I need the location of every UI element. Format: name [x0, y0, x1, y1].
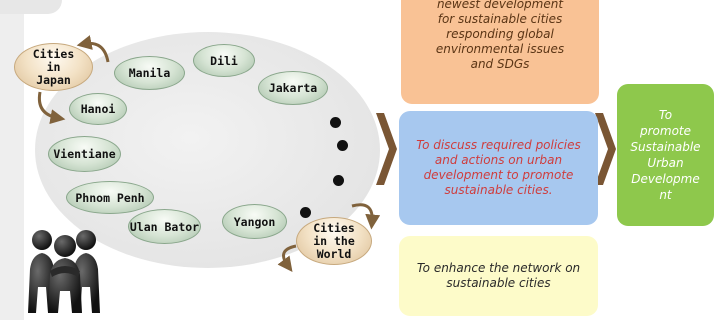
cycle-arrow-icon: [37, 91, 66, 125]
cycle-arrow-icon: [351, 203, 381, 230]
city-label: Vientiane: [53, 147, 116, 161]
chevron-right-icon: [595, 113, 616, 185]
hub-cities-in-the-world: Cities in the World: [296, 217, 372, 265]
hub-world-line-1: Cities: [313, 220, 355, 235]
city-jakarta: Jakarta: [258, 71, 328, 105]
development-box: newest development for sustainable citie…: [401, 0, 599, 104]
continuation-dot: [330, 117, 341, 128]
development-line-3: responding global: [446, 27, 554, 41]
hub-world-line-3: World: [316, 246, 352, 261]
city-dili: Dili: [193, 44, 255, 77]
city-label: Manila: [128, 66, 171, 80]
city-yangon: Yangon: [222, 204, 287, 239]
city-label: Jakarta: [268, 81, 318, 95]
goal-line-1: To: [658, 108, 673, 122]
people-group-icon: [28, 230, 100, 313]
continuation-dot: [337, 140, 348, 151]
city-label: Phnom Penh: [75, 190, 145, 205]
policy-discussion-text: To discuss required policies and actions…: [416, 138, 581, 197]
city-ulan-bator: Ulan Bator: [128, 209, 201, 244]
hub-cities-in-japan: Cities in Japan: [14, 43, 93, 91]
goal-line-6: nt: [659, 188, 672, 202]
hub-japan-line-3: Japan: [36, 72, 71, 87]
city-label: Hanoi: [80, 102, 116, 116]
city-label: Ulan Bator: [129, 219, 200, 234]
city-phnom-penh: Phnom Penh: [66, 181, 154, 214]
policy-discussion-box: To discuss required policies and actions…: [399, 111, 598, 225]
left-side-panel-tab: [0, 0, 62, 14]
continuation-dot: [300, 207, 311, 218]
continuation-dot: [333, 175, 344, 186]
goal-line-5: Developme: [631, 172, 700, 186]
city-vientiane: Vientiane: [48, 136, 121, 172]
cycle-arrow-icon: [76, 35, 110, 63]
cycle-arrow-icon: [277, 244, 297, 273]
hub-world-line-2: in the: [313, 233, 355, 248]
city-hanoi: Hanoi: [69, 93, 127, 125]
city-label: Yangon: [233, 214, 276, 229]
goal-line-2: promote: [639, 124, 691, 138]
city-label: Dili: [210, 53, 238, 68]
goal-box: To promote Sustainable Urban Developme n…: [617, 84, 714, 226]
development-line-1: newest development: [436, 0, 564, 11]
chevron-right-icon: [376, 113, 397, 185]
goal-line-3: Sustainable: [630, 140, 701, 154]
development-line-4: environmental issues: [435, 42, 565, 56]
city-manila: Manila: [114, 56, 185, 90]
development-line-5: and SDGs: [470, 57, 530, 71]
goal-line-4: Urban: [647, 156, 684, 170]
hub-japan-line-2: in: [46, 59, 61, 74]
development-line-2: for sustainable cities: [437, 12, 563, 26]
hub-japan-line-1: Cities: [32, 46, 75, 61]
network-enhancement-box: To enhance the network on sustainable ci…: [399, 236, 598, 316]
network-enhancement-text: To enhance the network on sustainable ci…: [416, 261, 581, 290]
